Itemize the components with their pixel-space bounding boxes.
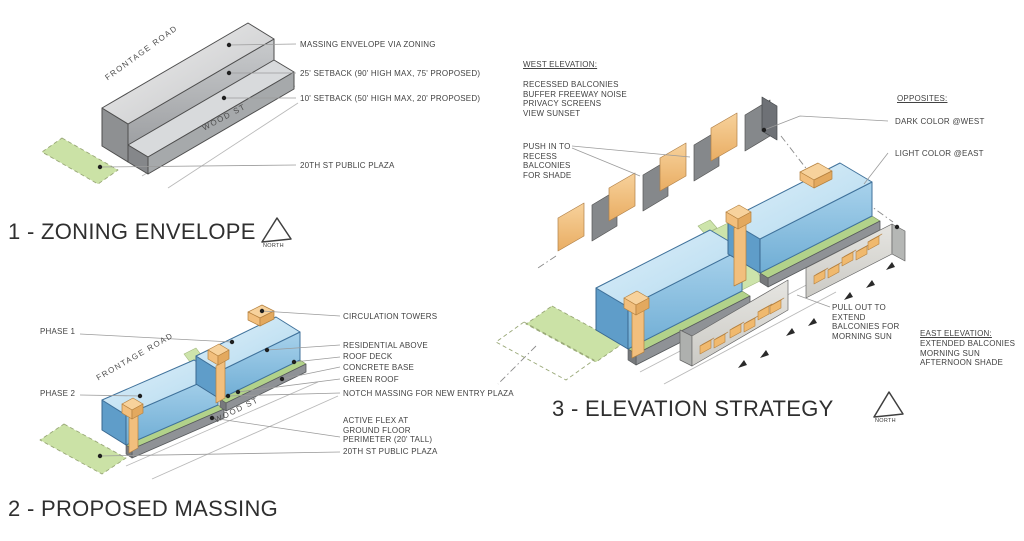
zoning-envelope-drawing — [41, 22, 299, 243]
phase-1-label: PHASE 1 — [40, 327, 76, 336]
massing-block — [101, 22, 295, 175]
circulation-tower — [725, 204, 752, 287]
callout-public-plaza: 20TH ST PUBLIC PLAZA — [343, 447, 438, 456]
callout-concrete-base: CONCRETE BASE — [343, 363, 415, 372]
callout-massing-envelope: MASSING ENVELOPE VIA ZONING — [300, 40, 436, 49]
west-elevation-notes: RECESSED BALCONIES BUFFER FREEWAY NOISE … — [523, 80, 627, 118]
east-elevation-strip-1 — [679, 279, 789, 367]
push-in-note: PUSH IN TO RECESS BALCONIES FOR SHADE — [523, 142, 572, 180]
elevation-strategy-drawing — [495, 96, 906, 418]
callout-dark-color-west: DARK COLOR @WEST — [895, 117, 985, 126]
callout-residential-above: RESIDENTIAL ABOVE — [343, 341, 428, 350]
leader-lines — [571, 115, 889, 308]
west-elevation-heading: WEST ELEVATION: — [523, 60, 598, 69]
street-outline — [125, 381, 339, 480]
panel2-title: 2 - PROPOSED MASSING — [8, 496, 279, 521]
north-label: NORTH — [875, 418, 896, 424]
east-elevation-strip-2 — [805, 223, 906, 299]
circulation-tower — [207, 343, 230, 404]
direction-arrows — [738, 262, 895, 368]
east-elevation-notes: EXTENDED BALCONIES MORNING SUN AFTERNOON… — [920, 339, 1016, 367]
callout-circulation-towers: CIRCULATION TOWERS — [343, 312, 438, 321]
leader-dots — [761, 127, 900, 230]
callout-notch-massing: NOTCH MASSING FOR NEW ENTRY PLAZA — [343, 389, 514, 398]
public-plaza — [525, 305, 623, 363]
callout-10ft-setback: 10' SETBACK (50' HIGH MAX, 20' PROPOSED) — [300, 94, 481, 103]
callout-green-roof: GREEN ROOF — [343, 375, 399, 384]
opposites-heading: OPPOSITES: — [897, 94, 948, 103]
callout-roof-deck: ROOF DECK — [343, 352, 393, 361]
leader-dots — [97, 42, 232, 170]
leader-lines — [99, 43, 297, 168]
explode-guide-lines — [497, 135, 894, 385]
panel3-title: 3 - ELEVATION STRATEGY — [552, 396, 834, 421]
panel1-title: 1 - ZONING ENVELOPE — [8, 219, 256, 244]
callout-active-flex: ACTIVE FLEX AT GROUND FLOOR PERIMETER (2… — [343, 416, 433, 444]
east-elevation-heading: EAST ELEVATION: — [920, 329, 992, 338]
circulation-tower — [623, 290, 650, 359]
proposed-massing-drawing — [39, 304, 341, 480]
callout-public-plaza: 20TH ST PUBLIC PLAZA — [300, 161, 395, 170]
north-arrow-icon — [261, 217, 292, 243]
circulation-tower — [121, 397, 144, 454]
public-plaza — [39, 423, 127, 475]
public-plaza — [41, 137, 119, 185]
circulation-tower — [799, 162, 833, 189]
north-label: NORTH — [263, 243, 284, 249]
pull-out-note: PULL OUT TO EXTEND BALCONIES FOR MORNING… — [832, 303, 900, 341]
callout-light-color-east: LIGHT COLOR @EAST — [895, 149, 984, 158]
leader-lines — [79, 310, 341, 457]
north-arrow-icon — [873, 391, 904, 418]
leader-dots — [97, 308, 297, 459]
public-plaza-extension — [495, 321, 595, 381]
callout-25ft-setback: 25' SETBACK (90' HIGH MAX, 75' PROPOSED) — [300, 69, 481, 78]
phase-2-label: PHASE 2 — [40, 389, 76, 398]
phase-2-block — [595, 229, 751, 366]
